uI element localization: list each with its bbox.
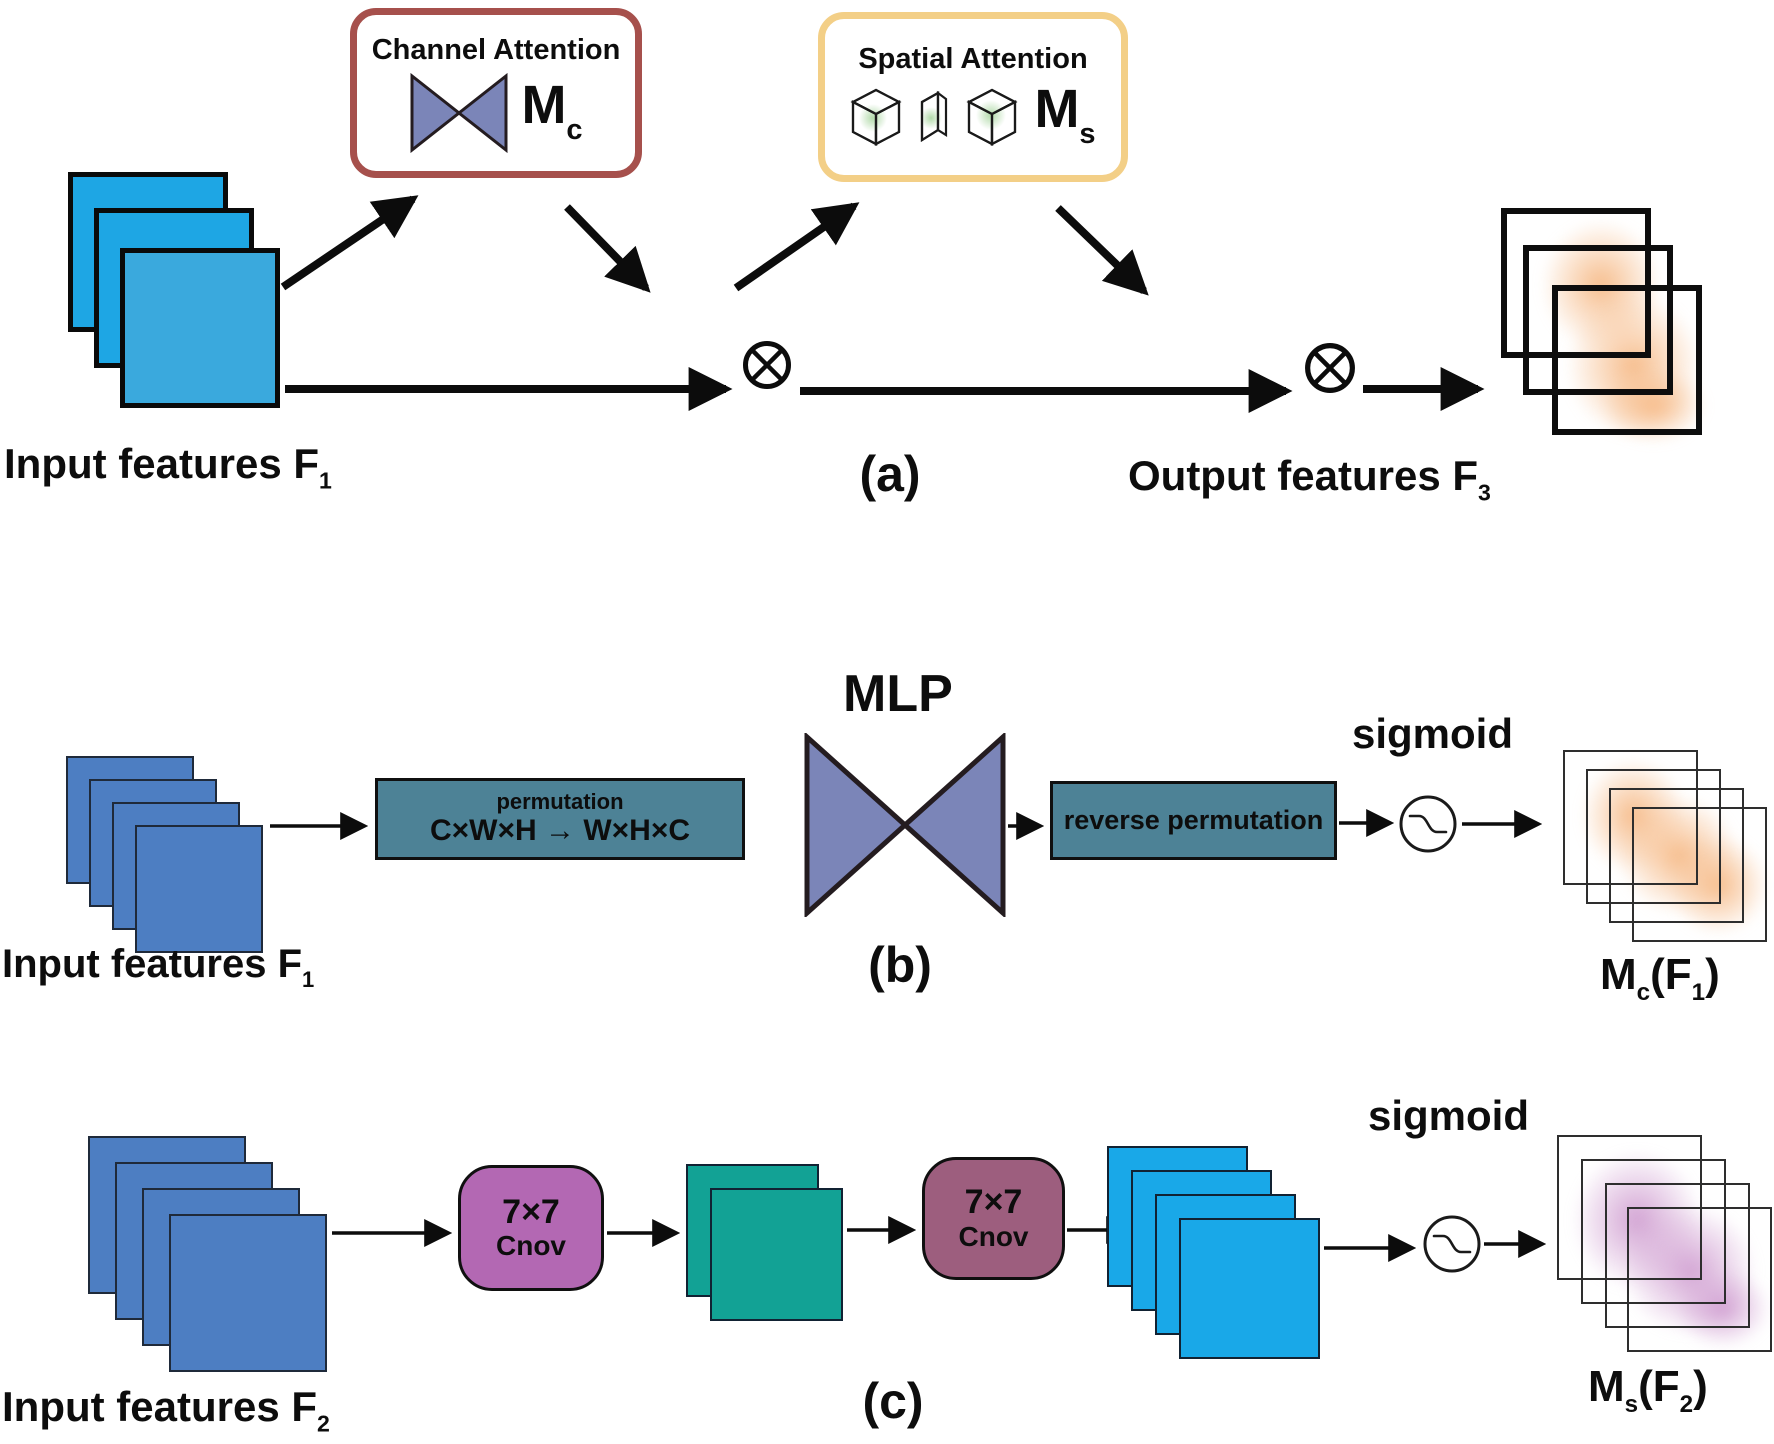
panel-b-input-label: Input features F1 bbox=[2, 942, 314, 993]
panel-a-output-label: Output features F3 bbox=[1128, 452, 1491, 506]
feature-map-outline bbox=[1501, 208, 1651, 358]
feature-map-outline bbox=[1609, 788, 1744, 923]
conv-7x7-box-2: 7×7 Cnov bbox=[922, 1157, 1065, 1280]
panel-a-input-feature-stack bbox=[68, 172, 283, 412]
arrow-input-to-channel bbox=[280, 195, 419, 291]
feature-cube-icon bbox=[851, 88, 902, 146]
feature-map-outline bbox=[1632, 807, 1767, 942]
ms-base: M bbox=[1034, 79, 1080, 140]
arrow-multiply1-to-spatial bbox=[733, 202, 860, 292]
panel-b-output-label: Mc(F1) bbox=[1600, 950, 1720, 1007]
panel-a-letter: (a) bbox=[859, 446, 921, 502]
input-label-subscript: 2 bbox=[317, 1410, 330, 1437]
panel-c-input-label: Input features F2 bbox=[2, 1383, 330, 1437]
elementwise-multiply-icon bbox=[743, 341, 791, 389]
feature-map bbox=[710, 1188, 843, 1321]
feature-map-outline bbox=[1552, 285, 1702, 435]
reverse-permutation-box: reverse permutation bbox=[1050, 781, 1337, 860]
mlp-title: MLP bbox=[843, 665, 953, 723]
panel-c-sigmoid-title: sigmoid bbox=[1368, 1092, 1530, 1139]
panel-c-output-label: Ms(F2) bbox=[1588, 1362, 1708, 1419]
arrow-channel-to-multiply1 bbox=[564, 204, 651, 293]
conv1-kernel-label: 7×7 bbox=[502, 1192, 560, 1231]
close-paren: ) bbox=[1693, 1362, 1708, 1411]
elementwise-multiply-icon bbox=[1305, 343, 1355, 393]
panel-c-input-feature-stack bbox=[88, 1136, 330, 1376]
ms-subscript: s bbox=[1079, 117, 1096, 150]
channel-attention-row: Mc bbox=[409, 72, 583, 153]
permutation-box: permutation C×W×H → W×H×C bbox=[375, 778, 745, 860]
mc-base: M bbox=[521, 75, 567, 136]
panel-a-input-label: Input features F1 bbox=[4, 440, 332, 494]
panel-b-input-feature-stack bbox=[66, 756, 266, 956]
input-label-subscript: 1 bbox=[302, 966, 315, 992]
ms-subscript: s bbox=[1624, 1390, 1639, 1418]
panel-c-letter: (c) bbox=[862, 1373, 924, 1429]
spatial-attention-row: Ms bbox=[850, 82, 1096, 151]
panel-c-blue-feature-stack bbox=[1107, 1146, 1322, 1361]
feature-slab-icon bbox=[920, 90, 948, 142]
feature-map-outline bbox=[1586, 769, 1721, 904]
feature-map-outline bbox=[1605, 1183, 1750, 1328]
input-label-text: Input features F bbox=[2, 942, 303, 986]
feature-cube-icon bbox=[967, 88, 1018, 146]
open-paren-f: (F bbox=[1650, 950, 1692, 999]
panel-b-sigmoid-title: sigmoid bbox=[1352, 710, 1514, 757]
permutation-title: permutation bbox=[496, 788, 624, 814]
input-label-subscript: 1 bbox=[319, 467, 332, 494]
bowtie-mlp-icon bbox=[410, 72, 508, 153]
channel-attention-box: Channel Attention Mc bbox=[350, 8, 642, 178]
feature-map-outline bbox=[1523, 245, 1673, 395]
output-label-subscript: 3 bbox=[1478, 479, 1491, 506]
open-paren-f: (F bbox=[1638, 1362, 1680, 1411]
channel-attention-title: Channel Attention bbox=[371, 33, 621, 66]
panel-c-output-feature-stack bbox=[1557, 1135, 1774, 1355]
sigmoid-icon bbox=[1423, 1215, 1481, 1273]
ms-base: M bbox=[1588, 1362, 1625, 1411]
permutation-formula: C×W×H → W×H×C bbox=[429, 813, 691, 847]
arrow-spatial-to-multiply2 bbox=[1055, 205, 1149, 296]
feature-map-outline bbox=[1627, 1207, 1772, 1352]
feature-map bbox=[135, 825, 263, 953]
conv-7x7-box-1: 7×7 Cnov bbox=[458, 1165, 604, 1291]
panel-b-letter: (b) bbox=[868, 937, 932, 993]
mc-subscript: c bbox=[566, 113, 583, 146]
sigmoid-icon bbox=[1399, 795, 1457, 853]
feature-map bbox=[120, 248, 280, 408]
panel-b-output-feature-stack bbox=[1563, 750, 1771, 945]
spatial-attention-symbol: Ms bbox=[1034, 82, 1095, 151]
mc-subscript: c bbox=[1636, 978, 1651, 1006]
conv2-name-label: Cnov bbox=[958, 1220, 1029, 1252]
conv2-kernel-label: 7×7 bbox=[964, 1183, 1023, 1222]
f-subscript: 2 bbox=[1679, 1390, 1694, 1418]
feature-map-outline bbox=[1581, 1159, 1726, 1304]
input-label-text: Input features F bbox=[4, 440, 320, 487]
spatial-attention-title: Spatial Attention bbox=[858, 43, 1088, 76]
feature-map bbox=[1179, 1218, 1320, 1359]
panel-c-teal-feature-stack bbox=[686, 1164, 846, 1324]
spatial-attention-box: Spatial Attention bbox=[818, 12, 1128, 182]
feature-map-outline bbox=[1563, 750, 1698, 885]
close-paren: ) bbox=[1705, 950, 1720, 999]
mc-base: M bbox=[1600, 950, 1637, 999]
reverse-permutation-label: reverse permutation bbox=[1063, 805, 1324, 835]
output-label-text: Output features F bbox=[1128, 452, 1479, 499]
feature-map bbox=[169, 1214, 327, 1372]
panel-a-output-feature-stack bbox=[1501, 208, 1716, 448]
mlp-bowtie-icon bbox=[804, 733, 1006, 917]
f-subscript: 1 bbox=[1691, 978, 1706, 1006]
input-label-text: Input features F bbox=[2, 1383, 318, 1430]
channel-attention-symbol: Mc bbox=[521, 78, 582, 147]
conv1-name-label: Cnov bbox=[496, 1230, 566, 1262]
